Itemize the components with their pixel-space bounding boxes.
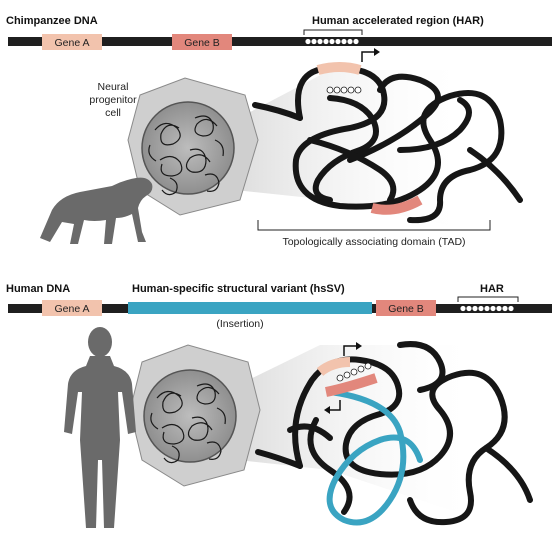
human-tad-gene-a-segment bbox=[316, 357, 351, 376]
chimp-dna-strand bbox=[8, 37, 552, 46]
chimp-gene-b-block bbox=[172, 34, 232, 50]
chimp-gene-a-label: Gene A bbox=[54, 37, 89, 49]
human-tad-insertion-segment bbox=[326, 389, 423, 526]
human-gene-a-block bbox=[42, 300, 102, 316]
chimp-tad-gene-a-segment bbox=[316, 62, 362, 75]
human-arrow-head bbox=[356, 342, 362, 350]
human-tad-gene-b-segment bbox=[325, 373, 378, 397]
human-transcription-start-arrow-icon bbox=[343, 345, 358, 356]
chimp-gene-a-block bbox=[42, 34, 102, 50]
chimp-tad-har-beads bbox=[326, 86, 362, 94]
human-tad-har-beads bbox=[336, 362, 372, 382]
human-reverse-arrow-icon bbox=[328, 400, 341, 411]
har-title: Human accelerated region (HAR) bbox=[312, 15, 484, 27]
chimp-gene-b-label: Gene B bbox=[184, 37, 220, 49]
human-har-title: HAR bbox=[480, 283, 504, 295]
chimp-arrow-head bbox=[374, 48, 380, 56]
human-gene-a-label: Gene A bbox=[54, 303, 89, 315]
human-dna-title: Human DNA bbox=[6, 283, 70, 295]
human-har-bracket bbox=[457, 296, 519, 302]
insertion-label: (Insertion) bbox=[216, 318, 263, 330]
cell-label-line1: Neural bbox=[98, 81, 129, 93]
chimpanzee-silhouette-icon bbox=[40, 177, 153, 244]
human-nucleus bbox=[143, 369, 237, 463]
chimp-har-bracket bbox=[303, 29, 363, 35]
chimp-dna-title: Chimpanzee DNA bbox=[6, 15, 98, 27]
tad-label: Topologically associating domain (TAD) bbox=[282, 236, 465, 248]
human-nucleus-chromatin bbox=[150, 383, 226, 464]
chimp-tad-gene-b-segment bbox=[370, 195, 423, 215]
human-gene-b-block bbox=[376, 300, 436, 316]
human-tad-chromatin bbox=[255, 341, 533, 526]
human-har-beads bbox=[459, 305, 515, 312]
human-gene-b-label: Gene B bbox=[388, 303, 424, 315]
human-silhouette-icon bbox=[64, 327, 136, 528]
chimp-tad-chromatin bbox=[252, 64, 523, 224]
human-reverse-arrow-head bbox=[324, 406, 330, 414]
hssv-insertion-block bbox=[128, 302, 372, 314]
cell-label-line2: progenitor bbox=[89, 94, 137, 106]
tad-bracket bbox=[257, 220, 491, 231]
cell-label-line3: cell bbox=[105, 107, 121, 119]
hssv-title: Human-specific structural variant (hsSV) bbox=[132, 283, 345, 295]
chimp-nucleus bbox=[141, 101, 235, 195]
chimp-nucleus-chromatin bbox=[148, 115, 224, 196]
chimp-har-beads bbox=[304, 38, 360, 45]
chimp-transcription-start-arrow-icon bbox=[361, 51, 376, 62]
